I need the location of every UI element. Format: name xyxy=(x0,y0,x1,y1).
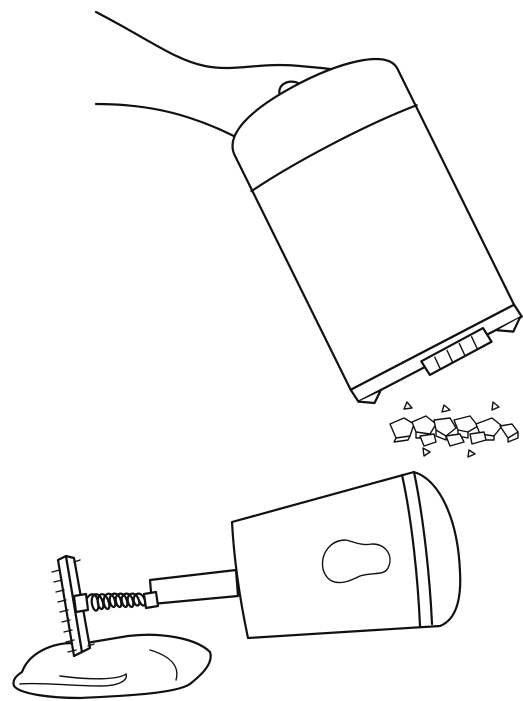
cloth-icon xyxy=(13,635,210,698)
debris-icon xyxy=(390,402,518,457)
filter-icon xyxy=(52,472,460,656)
canister-icon xyxy=(219,40,523,413)
